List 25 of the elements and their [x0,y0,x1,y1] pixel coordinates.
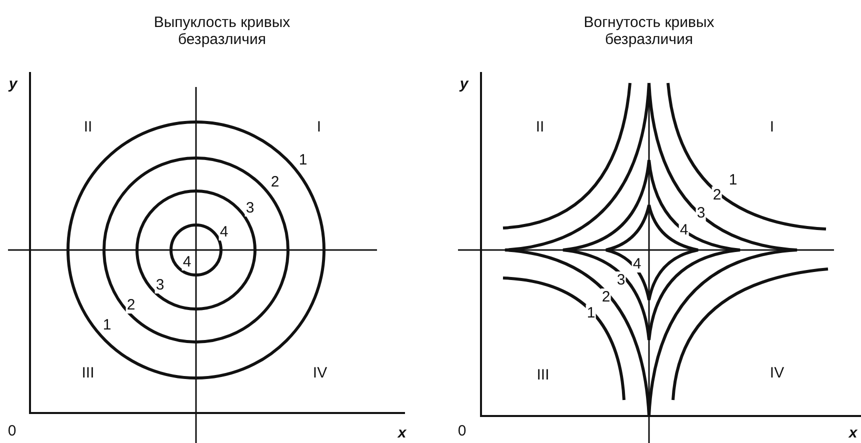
quadrant-label: I [316,120,322,134]
quadrant-label: IV [312,366,328,380]
quadrant-label: I [770,120,774,134]
curve-number: 2 [126,296,136,314]
curve-number: 1 [586,304,596,322]
panel-title: Вогнутость кривых безразличия [582,14,716,48]
curve-number: 3 [154,276,166,294]
axis-label: y [460,76,468,92]
curve-number: 4 [218,224,230,240]
quadrant-label: IV [770,366,784,380]
origin-label: 0 [8,424,16,438]
panel-title: Выпуклость кривых безразличия [152,14,292,48]
axis-label: x [398,426,406,440]
curve-number: 3 [244,200,256,216]
origin-label: 0 [458,424,466,438]
curve-number: 4 [182,254,192,270]
quadrant-label: II [84,120,92,134]
quadrant-label: II [536,120,544,134]
axis-label: x [848,426,858,440]
axis-label: y [8,76,18,92]
quadrant-label: III [82,366,94,380]
curve-number: 4 [678,222,690,238]
quadrant-label: III [536,368,550,382]
curve-number: 3 [696,204,706,222]
curve-number: 4 [632,256,642,272]
